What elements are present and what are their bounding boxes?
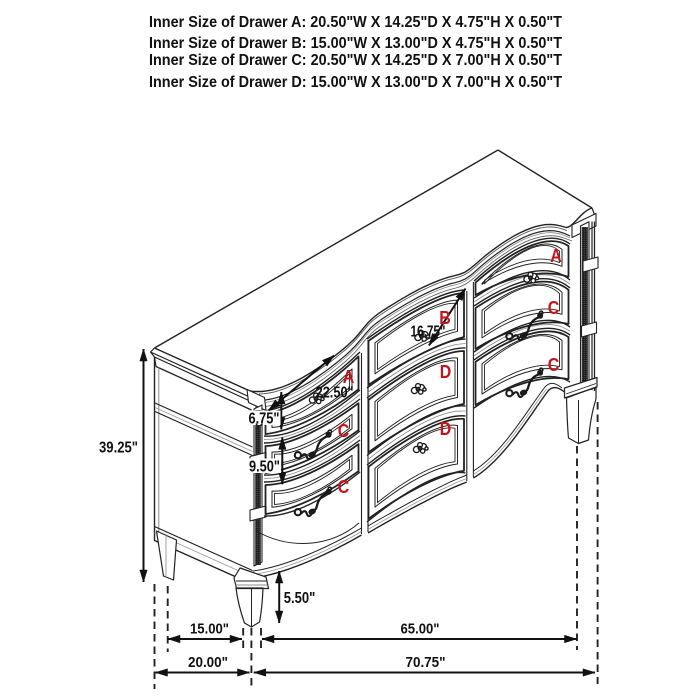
svg-text:Inner Size of Drawer D: 15.00": Inner Size of Drawer D: 15.00"W X 13.00"…: [149, 74, 562, 91]
svg-text:65.00": 65.00": [401, 622, 440, 638]
svg-text:6.75": 6.75": [249, 411, 280, 428]
svg-text:D: D: [440, 361, 452, 382]
svg-text:Inner Size of Drawer C: 20.50": Inner Size of Drawer C: 20.50"W X 14.25"…: [149, 52, 562, 69]
svg-text:22.50": 22.50": [316, 384, 354, 401]
svg-text:C: C: [548, 354, 560, 375]
svg-text:B: B: [439, 307, 451, 328]
svg-text:39.25": 39.25": [99, 440, 138, 457]
svg-text:16.75": 16.75": [411, 324, 446, 341]
svg-text:D: D: [440, 418, 452, 439]
svg-text:9.50": 9.50": [249, 459, 280, 476]
svg-text:5.50": 5.50": [284, 590, 316, 607]
svg-text:15.00": 15.00": [190, 622, 229, 638]
svg-text:A: A: [550, 245, 562, 266]
svg-text:C: C: [338, 420, 350, 441]
svg-text:20.00": 20.00": [188, 655, 228, 671]
svg-text:A: A: [343, 366, 355, 387]
svg-text:C: C: [548, 297, 560, 318]
svg-text:70.75": 70.75": [406, 655, 446, 671]
svg-text:C: C: [338, 476, 350, 497]
svg-text:Inner Size of Drawer B: 15.00": Inner Size of Drawer B: 15.00"W X 13.00"…: [149, 35, 562, 52]
svg-text:Inner Size of Drawer A: 20.50": Inner Size of Drawer A: 20.50"W X 14.25"…: [149, 14, 562, 31]
